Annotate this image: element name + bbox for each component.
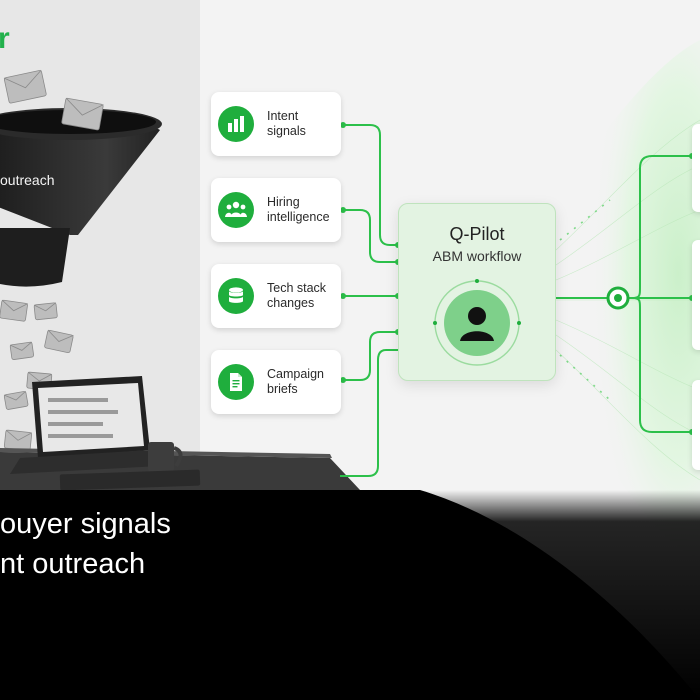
output-card-2 xyxy=(692,240,700,350)
source-label: Tech stack changes xyxy=(267,281,327,310)
funnel-label: outreach xyxy=(0,172,55,188)
hub-title: Q-Pilot xyxy=(449,224,505,244)
q-pilot-hub-card: Q-Pilot ABM workflow xyxy=(398,203,556,381)
database-icon xyxy=(218,278,254,314)
source-card-tech-stack-changes: Tech stack changes xyxy=(211,264,341,328)
source-card-intent-signals: Intent signals xyxy=(211,92,341,156)
headline-line-1: ouyer signals xyxy=(0,508,171,540)
people-icon xyxy=(218,192,254,228)
hub-subtitle: ABM workflow xyxy=(432,248,522,264)
source-label: Hiring intelligence xyxy=(267,195,330,224)
source-label: Intent signals xyxy=(267,109,306,138)
source-card-hiring-intelligence: Hiring intelligence xyxy=(211,178,341,242)
bar-chart-icon xyxy=(218,106,254,142)
brand-logo-fragment: r xyxy=(0,22,10,55)
headline-line-2: nt outreach xyxy=(0,548,146,580)
source-card-campaign-briefs: Campaign briefs xyxy=(211,350,341,414)
document-icon xyxy=(218,364,254,400)
source-label: Campaign briefs xyxy=(267,367,324,396)
output-card-1 xyxy=(692,124,700,212)
user-avatar-icon xyxy=(433,279,521,366)
output-card-3 xyxy=(692,380,700,470)
